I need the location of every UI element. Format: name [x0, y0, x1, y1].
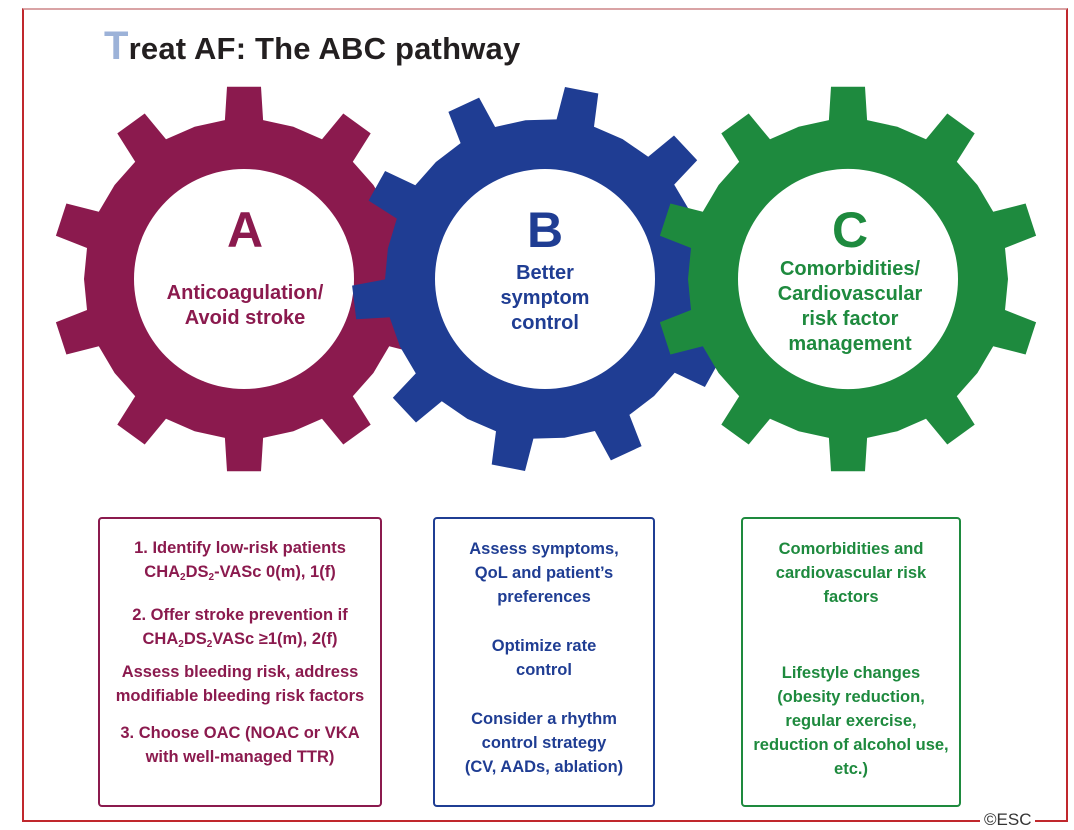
box-c-p1-line1: Comorbidities and — [778, 540, 924, 558]
box-c: Comorbidities and cardiovascular risk fa… — [741, 517, 961, 807]
box-b-p1-line2: QoL and patient’s — [474, 564, 614, 582]
box-c-p2-line5: etc.) — [834, 760, 868, 778]
box-c-p1-line2: cardiovascular risk — [775, 564, 927, 582]
gear-a-text: A Anticoagulation/ Avoid stroke — [145, 205, 345, 331]
gear-b-text: B Better symptom control — [445, 205, 645, 336]
box-b-p3-line2: control strategy — [481, 734, 607, 752]
diagram-title: Treat AF: The ABC pathway — [104, 24, 521, 68]
gear-c-body — [659, 86, 1037, 472]
box-a: 1. Identify low-risk patients CHA2DS2-VA… — [98, 517, 382, 807]
box-c-p2-line4: reduction of alcohol use, — [753, 736, 949, 754]
gear-c-line-1: Comorbidities/ — [779, 258, 920, 280]
gear-c-line-4: management — [788, 333, 912, 355]
gear-a-body — [55, 86, 433, 472]
gear-b-line-3: control — [511, 312, 579, 334]
gear-b-body — [352, 87, 738, 471]
box-a-bleeding-line1: Assess bleeding risk, address — [121, 663, 359, 681]
gear-b-line-1: Better — [516, 262, 574, 284]
copyright-notice: ©ESC — [980, 810, 1036, 830]
box-b-p2-line1: Optimize rate — [491, 637, 597, 655]
box-a-item2-line2: CHA2DS2VASc ≥1(m), 2(f) — [142, 630, 338, 650]
box-c-p2-line2: (obesity reduction, — [777, 688, 925, 706]
gear-c-text: C Comorbidities/ Cardiovascular risk fac… — [750, 205, 950, 357]
box-c-p1-line3: factors — [823, 588, 879, 606]
gear-a-letter: A — [226, 202, 264, 258]
box-b-p2-line2: control — [516, 661, 572, 679]
box-b: Assess symptoms, QoL and patient’s prefe… — [433, 517, 655, 807]
box-b-p1-line3: preferences — [497, 588, 591, 606]
box-c-p2-line1: Lifestyle changes — [781, 664, 921, 682]
box-a-bleeding-line2: modifiable bleeding risk factors — [115, 687, 365, 705]
gear-b-letter: B — [526, 202, 564, 258]
box-b-p1-line1: Assess symptoms, — [469, 540, 619, 558]
gear-c-line-3: risk factor — [801, 308, 899, 330]
box-a-item2-line1: 2. Offer stroke prevention if — [132, 606, 348, 624]
box-a-item1-line1: 1. Identify low-risk patients — [134, 539, 346, 557]
gear-b-line-2: symptom — [500, 287, 590, 309]
gear-a — [55, 86, 433, 472]
gear-a-line-1: Anticoagulation/ — [166, 282, 324, 304]
gear-b — [352, 87, 738, 471]
gear-a-line-2: Avoid stroke — [184, 307, 306, 329]
diagram-frame — [22, 8, 1068, 822]
gear-c — [659, 86, 1037, 472]
gear-c-line-2: Cardiovascular — [777, 283, 923, 305]
box-b-p3-line1: Consider a rhythm — [471, 710, 617, 728]
box-a-item3-line1: 3. Choose OAC (NOAC or VKA — [120, 724, 360, 742]
box-c-p2-line3: regular exercise, — [785, 712, 917, 730]
box-b-p3-line3: (CV, AADs, ablation) — [464, 758, 624, 776]
box-a-item3-line2: with well-managed TTR) — [145, 748, 335, 766]
gear-c-letter: C — [831, 202, 869, 258]
box-a-item1-line2: CHA2DS2-VASc 0(m), 1(f) — [144, 563, 336, 583]
